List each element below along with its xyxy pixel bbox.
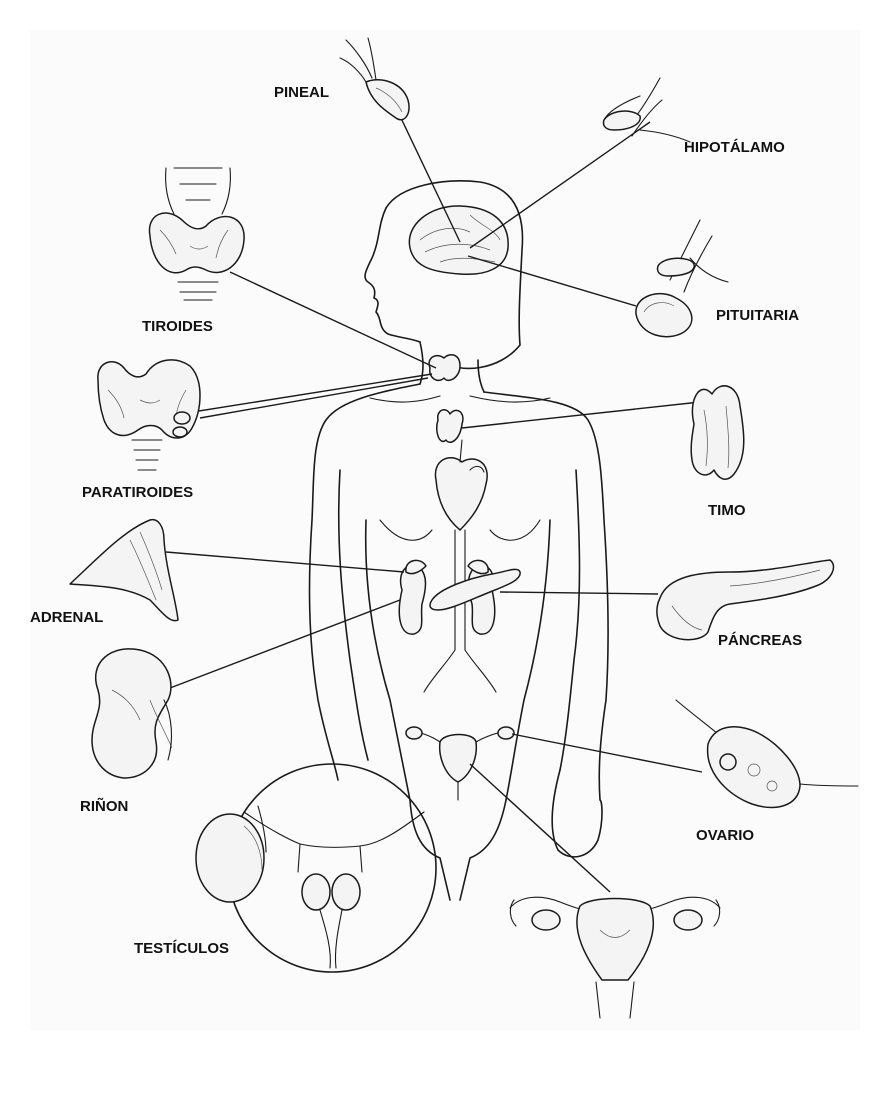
- label-pituitaria: PITUITARIA: [716, 307, 799, 324]
- label-rinon: RIÑON: [80, 797, 128, 815]
- timo-illustration: [691, 386, 744, 479]
- label-pineal: PINEAL: [274, 84, 329, 101]
- label-timo: TIMO: [708, 502, 746, 519]
- label-ovario: OVARIO: [696, 827, 754, 844]
- label-tiroides: TIROIDES: [142, 318, 213, 335]
- label-hipotalamo: HIPOTÁLAMO: [684, 139, 785, 156]
- label-adrenal: ADRENAL: [30, 609, 103, 626]
- label-pancreas: PÁNCREAS: [718, 632, 802, 649]
- label-testiculos: TESTÍCULOS: [134, 940, 229, 957]
- label-paratiroides: PARATIROIDES: [82, 484, 193, 501]
